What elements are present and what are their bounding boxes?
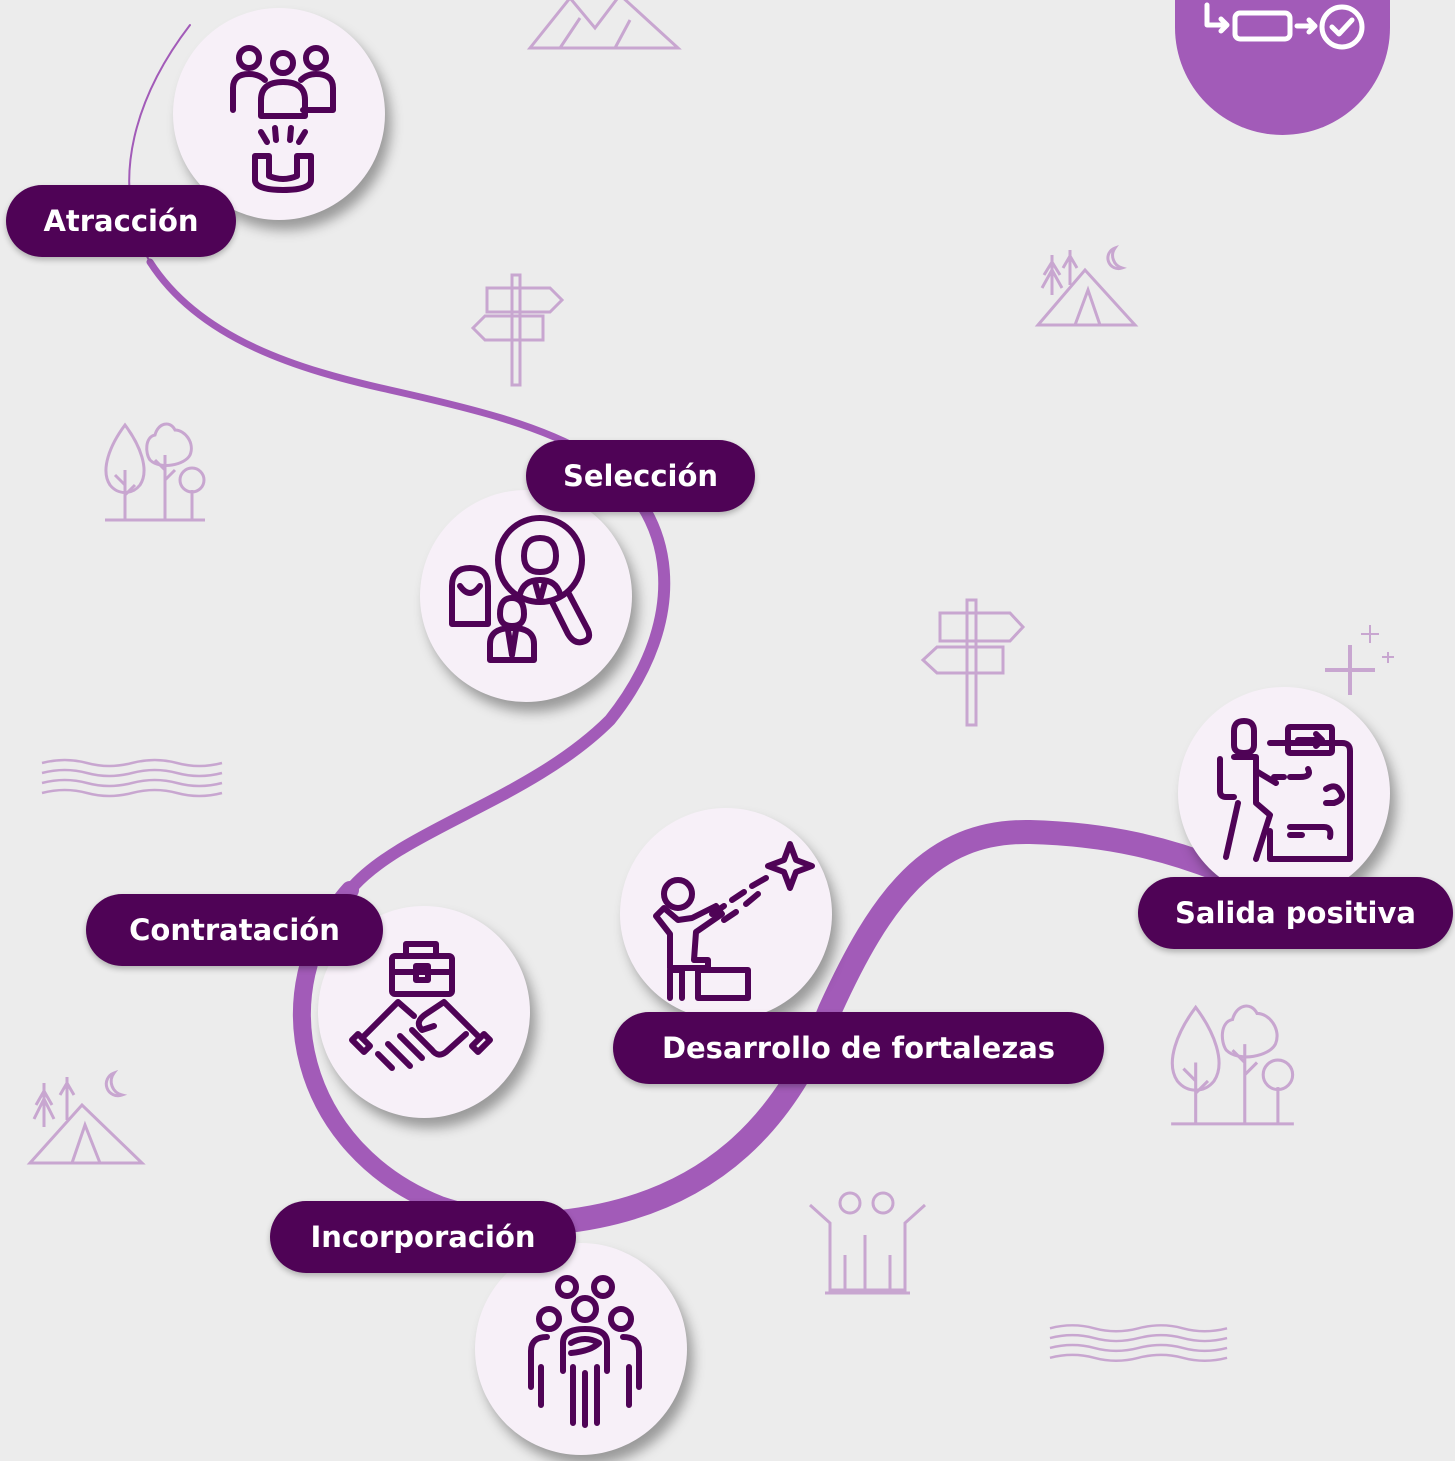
person-reaching-star-icon — [653, 841, 815, 1001]
stage-circle-desarrollo — [620, 808, 832, 1020]
stage-circle-seleccion — [420, 490, 632, 702]
trees-icon — [104, 422, 206, 522]
sparkle-icon — [1325, 625, 1394, 695]
people-magnet-icon — [230, 45, 336, 193]
team-group-icon — [528, 1275, 642, 1428]
waves-icon — [41, 758, 223, 798]
waves-icon — [1049, 1324, 1228, 1362]
mountain-icon — [526, 0, 682, 50]
stage-label-salida: Salida positiva — [1138, 877, 1453, 949]
tent-icon — [1034, 245, 1139, 327]
stage-circle-incorporacion — [475, 1243, 687, 1455]
tent-icon — [26, 1069, 146, 1165]
signpost-icon — [920, 598, 1026, 727]
stage-label-contratacion: Contratación — [86, 894, 383, 966]
hiker-map-icon — [1217, 718, 1353, 862]
stage-label-seleccion: Selección — [526, 440, 755, 512]
handshake-briefcase-icon — [349, 941, 493, 1071]
stage-circle-salida — [1178, 687, 1390, 899]
stage-label-incorporacion: Incorporación — [270, 1201, 576, 1273]
signpost-icon — [470, 273, 565, 387]
trees-icon — [1170, 1004, 1295, 1126]
stage-label-desarrollo: Desarrollo de fortalezas — [613, 1012, 1104, 1084]
candidate-search-icon — [449, 515, 593, 663]
stage-label-atraccion: Atracción — [6, 185, 236, 257]
stage-circle-atraccion — [173, 8, 385, 220]
friends-icon — [808, 1191, 927, 1295]
flow-to-check-icon — [1204, 2, 1365, 50]
